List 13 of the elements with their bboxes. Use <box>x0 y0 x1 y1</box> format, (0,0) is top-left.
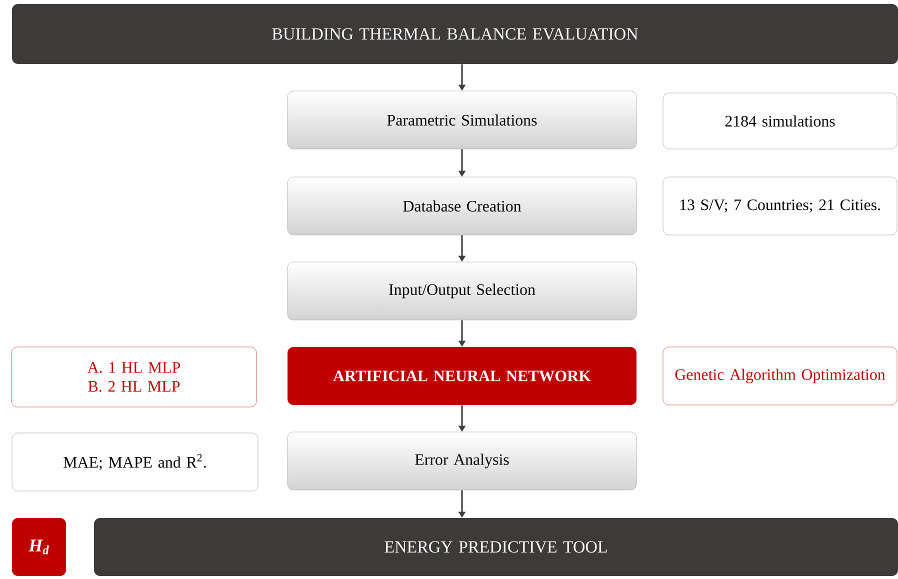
title-band: BUILDING THERMAL BALANCE EVALUATION <box>12 4 898 64</box>
note-box: MAE; MAPE and R$^{2}$. <box>12 432 258 492</box>
process-box: ARTIFICIAL NEURAL NETWORK <box>288 347 636 405</box>
note-box: 13 S/V; 7 Countries; 21 Cities. <box>662 176 898 236</box>
process-box: Database Creation <box>287 176 637 236</box>
process-box: Parametric Simulations <box>287 90 637 150</box>
output-band: ENERGY PREDICTIVE TOOL <box>94 518 898 576</box>
symbol-box: H$_{d}$ <box>12 518 66 576</box>
note-box: A. 1 HL MLP B. 2 HL MLP <box>11 346 257 408</box>
process-box: Error Analysis <box>287 432 637 490</box>
note-box: Genetic Algorithm Optimization <box>662 346 898 406</box>
process-box: Input/Output Selection <box>287 262 637 320</box>
note-box: 2184 simulations <box>662 92 898 150</box>
